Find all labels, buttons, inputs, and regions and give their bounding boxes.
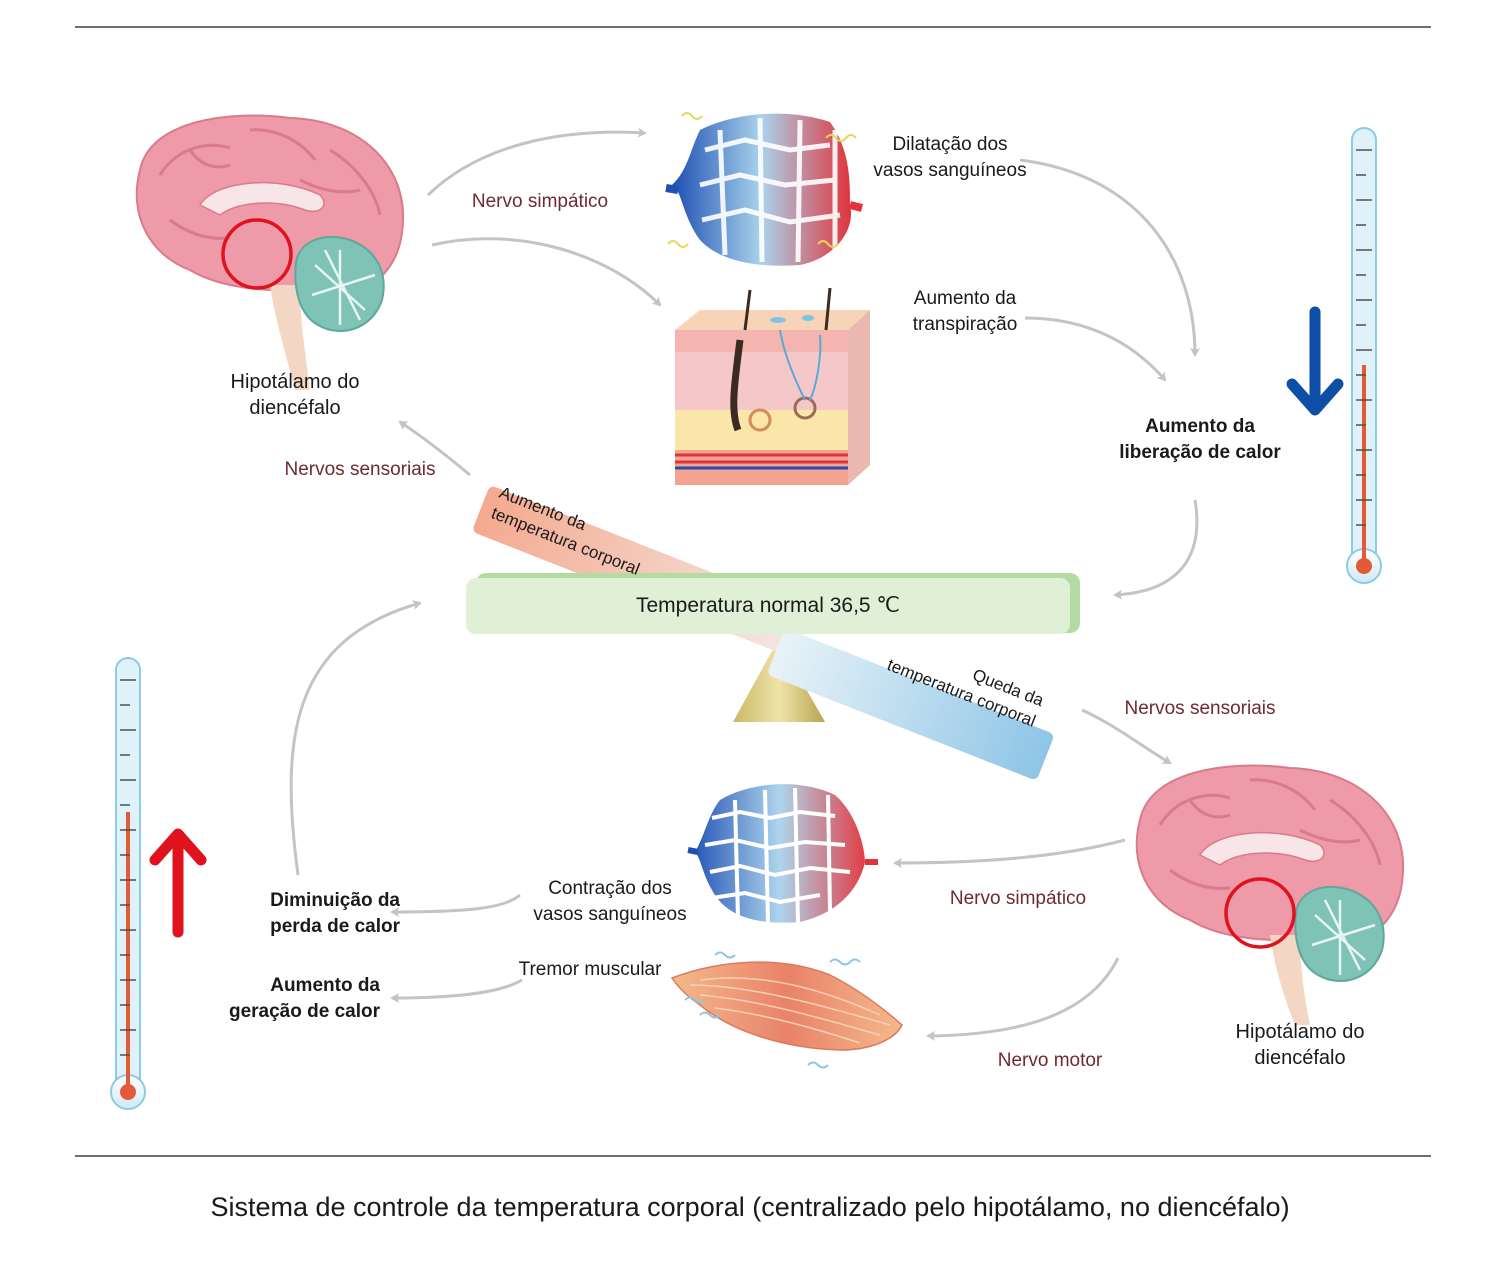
flow-arrows [289, 127, 1200, 1041]
shivering-label: Tremor muscular [518, 959, 662, 980]
brain-top-label: Hipotálamo do diencéfalo [230, 371, 360, 419]
muscle-illustration [670, 951, 903, 1069]
down-arrow [1286, 306, 1344, 416]
vasodilation-label: Dilatação dos vasos sanguíneos [873, 134, 1027, 181]
sensory-nerves-top-label: Nervos sensoriais [284, 459, 436, 480]
sympathetic-nerve-top-label: Nervo simpático [471, 191, 609, 212]
heat-release-label: Aumento da liberação de calor [1119, 416, 1281, 463]
temp-drop-plank [768, 629, 1054, 780]
less-heat-loss-label: Diminuição da perda de calor [270, 890, 400, 937]
vasoconstriction-label: Contração dos vasos sanguíneos [533, 878, 687, 925]
hypothalamus-highlight-bottom [1224, 877, 1296, 949]
more-heat-generation-label: Aumento da geração de calor [228, 975, 380, 1022]
normal-temperature-label: Temperatura normal 36,5 ℃ [635, 594, 901, 617]
thermometer-left [110, 657, 146, 1110]
sweat-label: Aumento da transpiração [912, 288, 1018, 335]
motor-nerve-label: Nervo motor [997, 1050, 1103, 1071]
sensory-nerves-bottom-label: Nervos sensoriais [1124, 698, 1276, 719]
seesaw-pivot [733, 640, 825, 722]
sympathetic-nerve-bottom-label: Nervo simpático [949, 888, 1087, 909]
brain-top-illustration [135, 114, 405, 390]
skin-illustration [675, 287, 870, 485]
thermometer-right [1346, 127, 1382, 584]
constricted-vessels-illustration [687, 784, 878, 923]
bottom-divider [75, 1155, 1431, 1157]
brain-bottom-label: Hipotálamo do diencéfalo [1235, 1021, 1365, 1069]
seesaw [466, 486, 1080, 780]
dilated-vessels-illustration [665, 112, 863, 266]
top-divider [75, 26, 1431, 28]
figure-caption: Sistema de controle da temperatura corpo… [210, 1192, 1290, 1222]
balance-bar [466, 578, 1070, 634]
up-arrow [149, 828, 207, 938]
hypothalamus-highlight-top [221, 218, 293, 290]
brain-bottom-illustration [1135, 764, 1405, 1025]
